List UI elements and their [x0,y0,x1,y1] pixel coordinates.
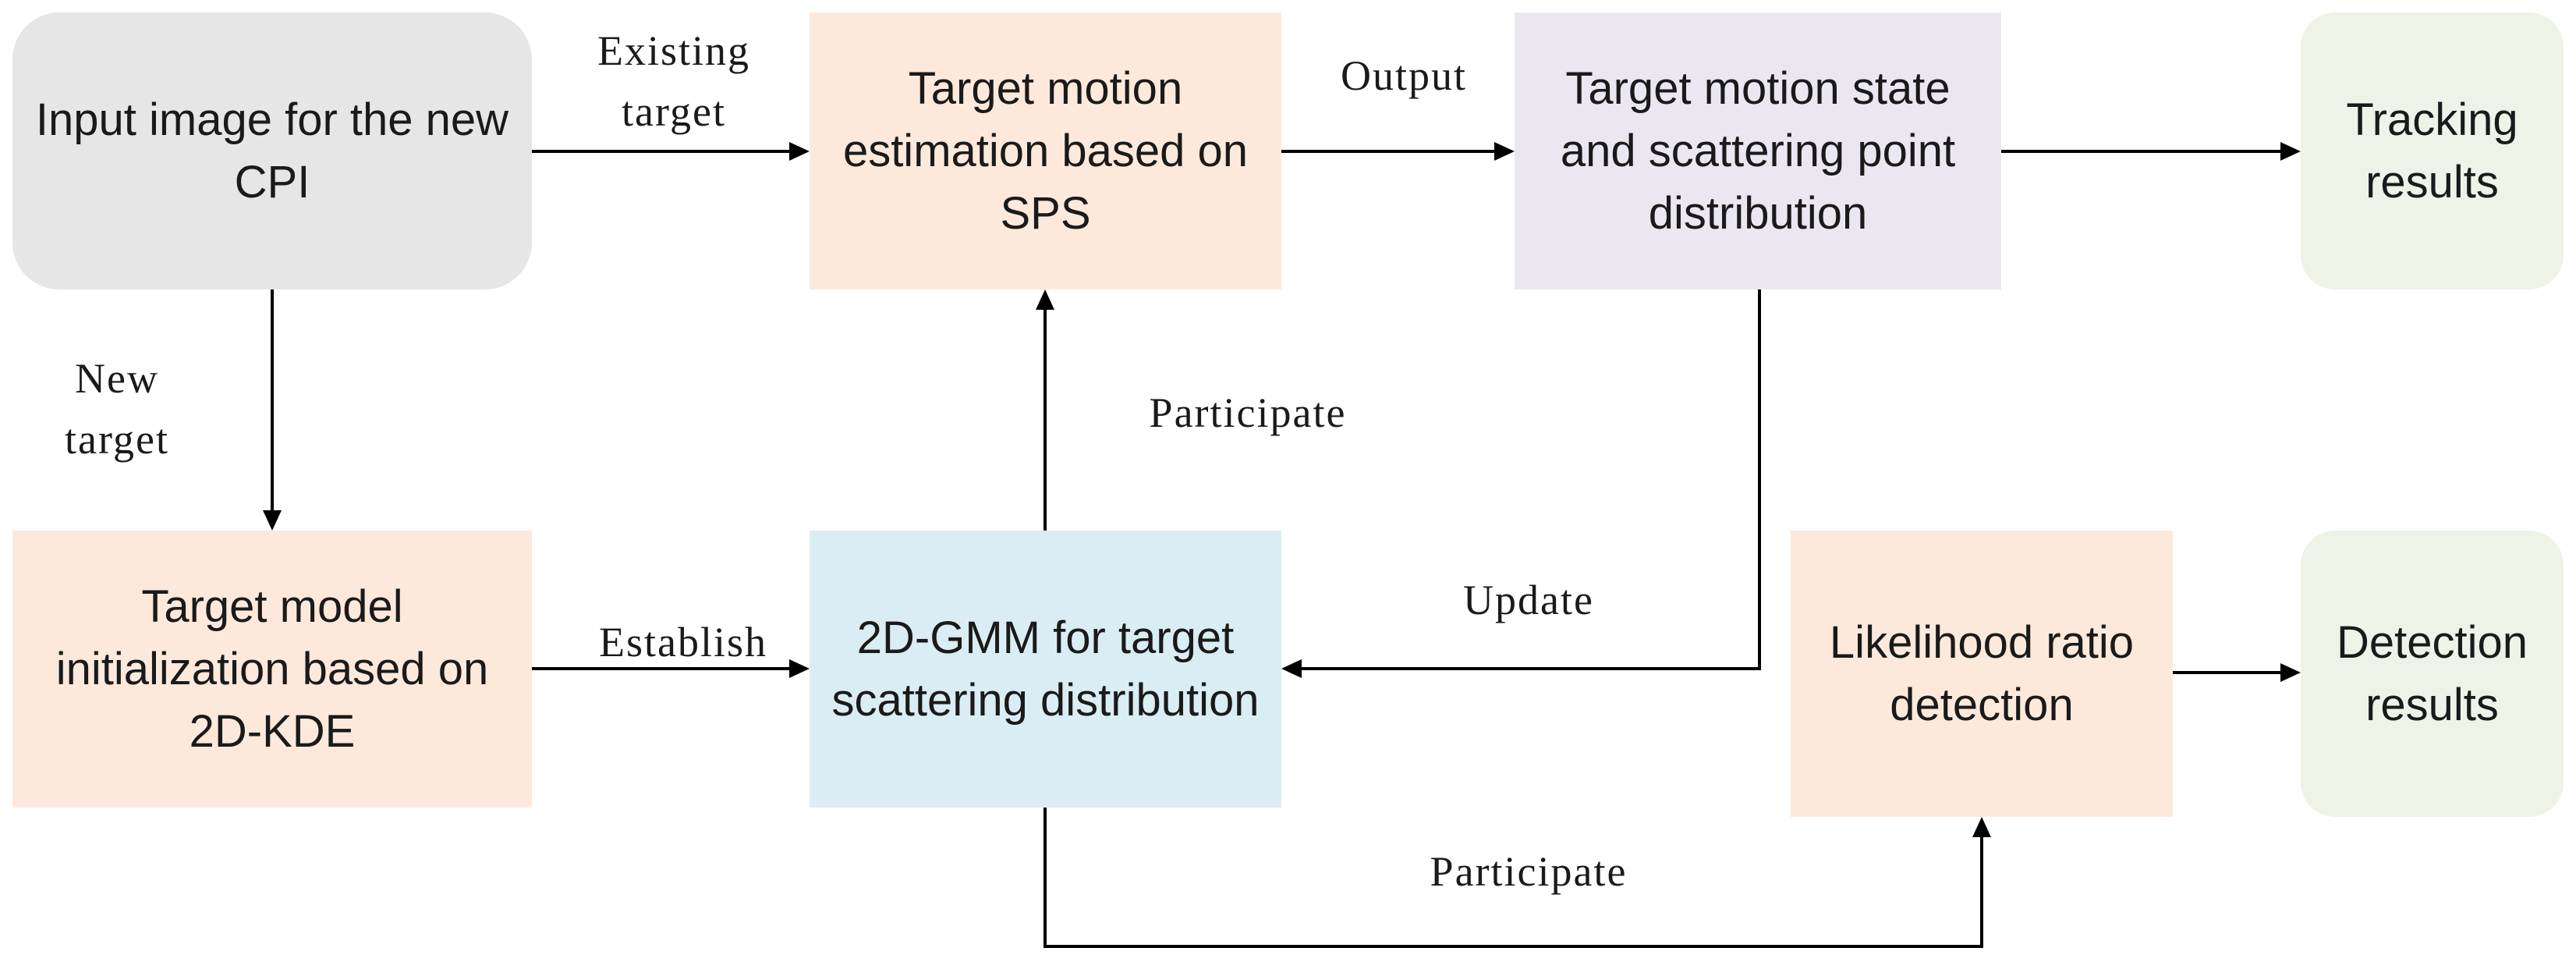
node-input-image: Input image for the new CPI [12,12,532,289]
arrow-state-to-gmm [1302,289,1761,670]
node-detection-results: Detection results [2301,531,2564,817]
arrowhead-gmm-to-sps [1036,289,1054,310]
arrowhead-lrd-to-detection [2280,663,2301,682]
node-model-initialization: Target model initialization based on 2D-… [12,531,532,808]
arrowhead-input-to-sps [789,142,810,161]
edge-label-existing-target: Existing target [597,27,750,135]
node-gmm-distribution: 2D-GMM for target scattering distributio… [810,531,1281,808]
arrowhead-sps-to-state [1494,142,1515,161]
node-likelihood-ratio-detection: Likelihood ratio detection [1791,531,2173,817]
node-motion-estimation: Target motion estimation based on SPS [810,12,1281,289]
edge-label-output: Output [1340,52,1467,99]
arrowhead-input-to-kde [263,510,282,531]
edge-label-update: Update [1463,577,1594,623]
node-motion-state: Target motion state and scattering point… [1515,12,2001,289]
edge-label-new-target: New target [65,355,169,463]
arrowhead-state-to-tracking [2280,142,2301,161]
node-tracking-results: Tracking results [2301,12,2564,289]
arrowhead-kde-to-gmm [789,659,810,678]
arrowhead-gmm-to-lrd [1972,817,1991,837]
edge-label-participate-down: Participate [1430,848,1628,895]
arrow-gmm-to-lrd [1044,808,1983,948]
edge-label-establish: Establish [599,619,767,666]
arrowhead-state-to-gmm [1281,659,1302,678]
edge-label-participate-up: Participate [1149,389,1347,436]
